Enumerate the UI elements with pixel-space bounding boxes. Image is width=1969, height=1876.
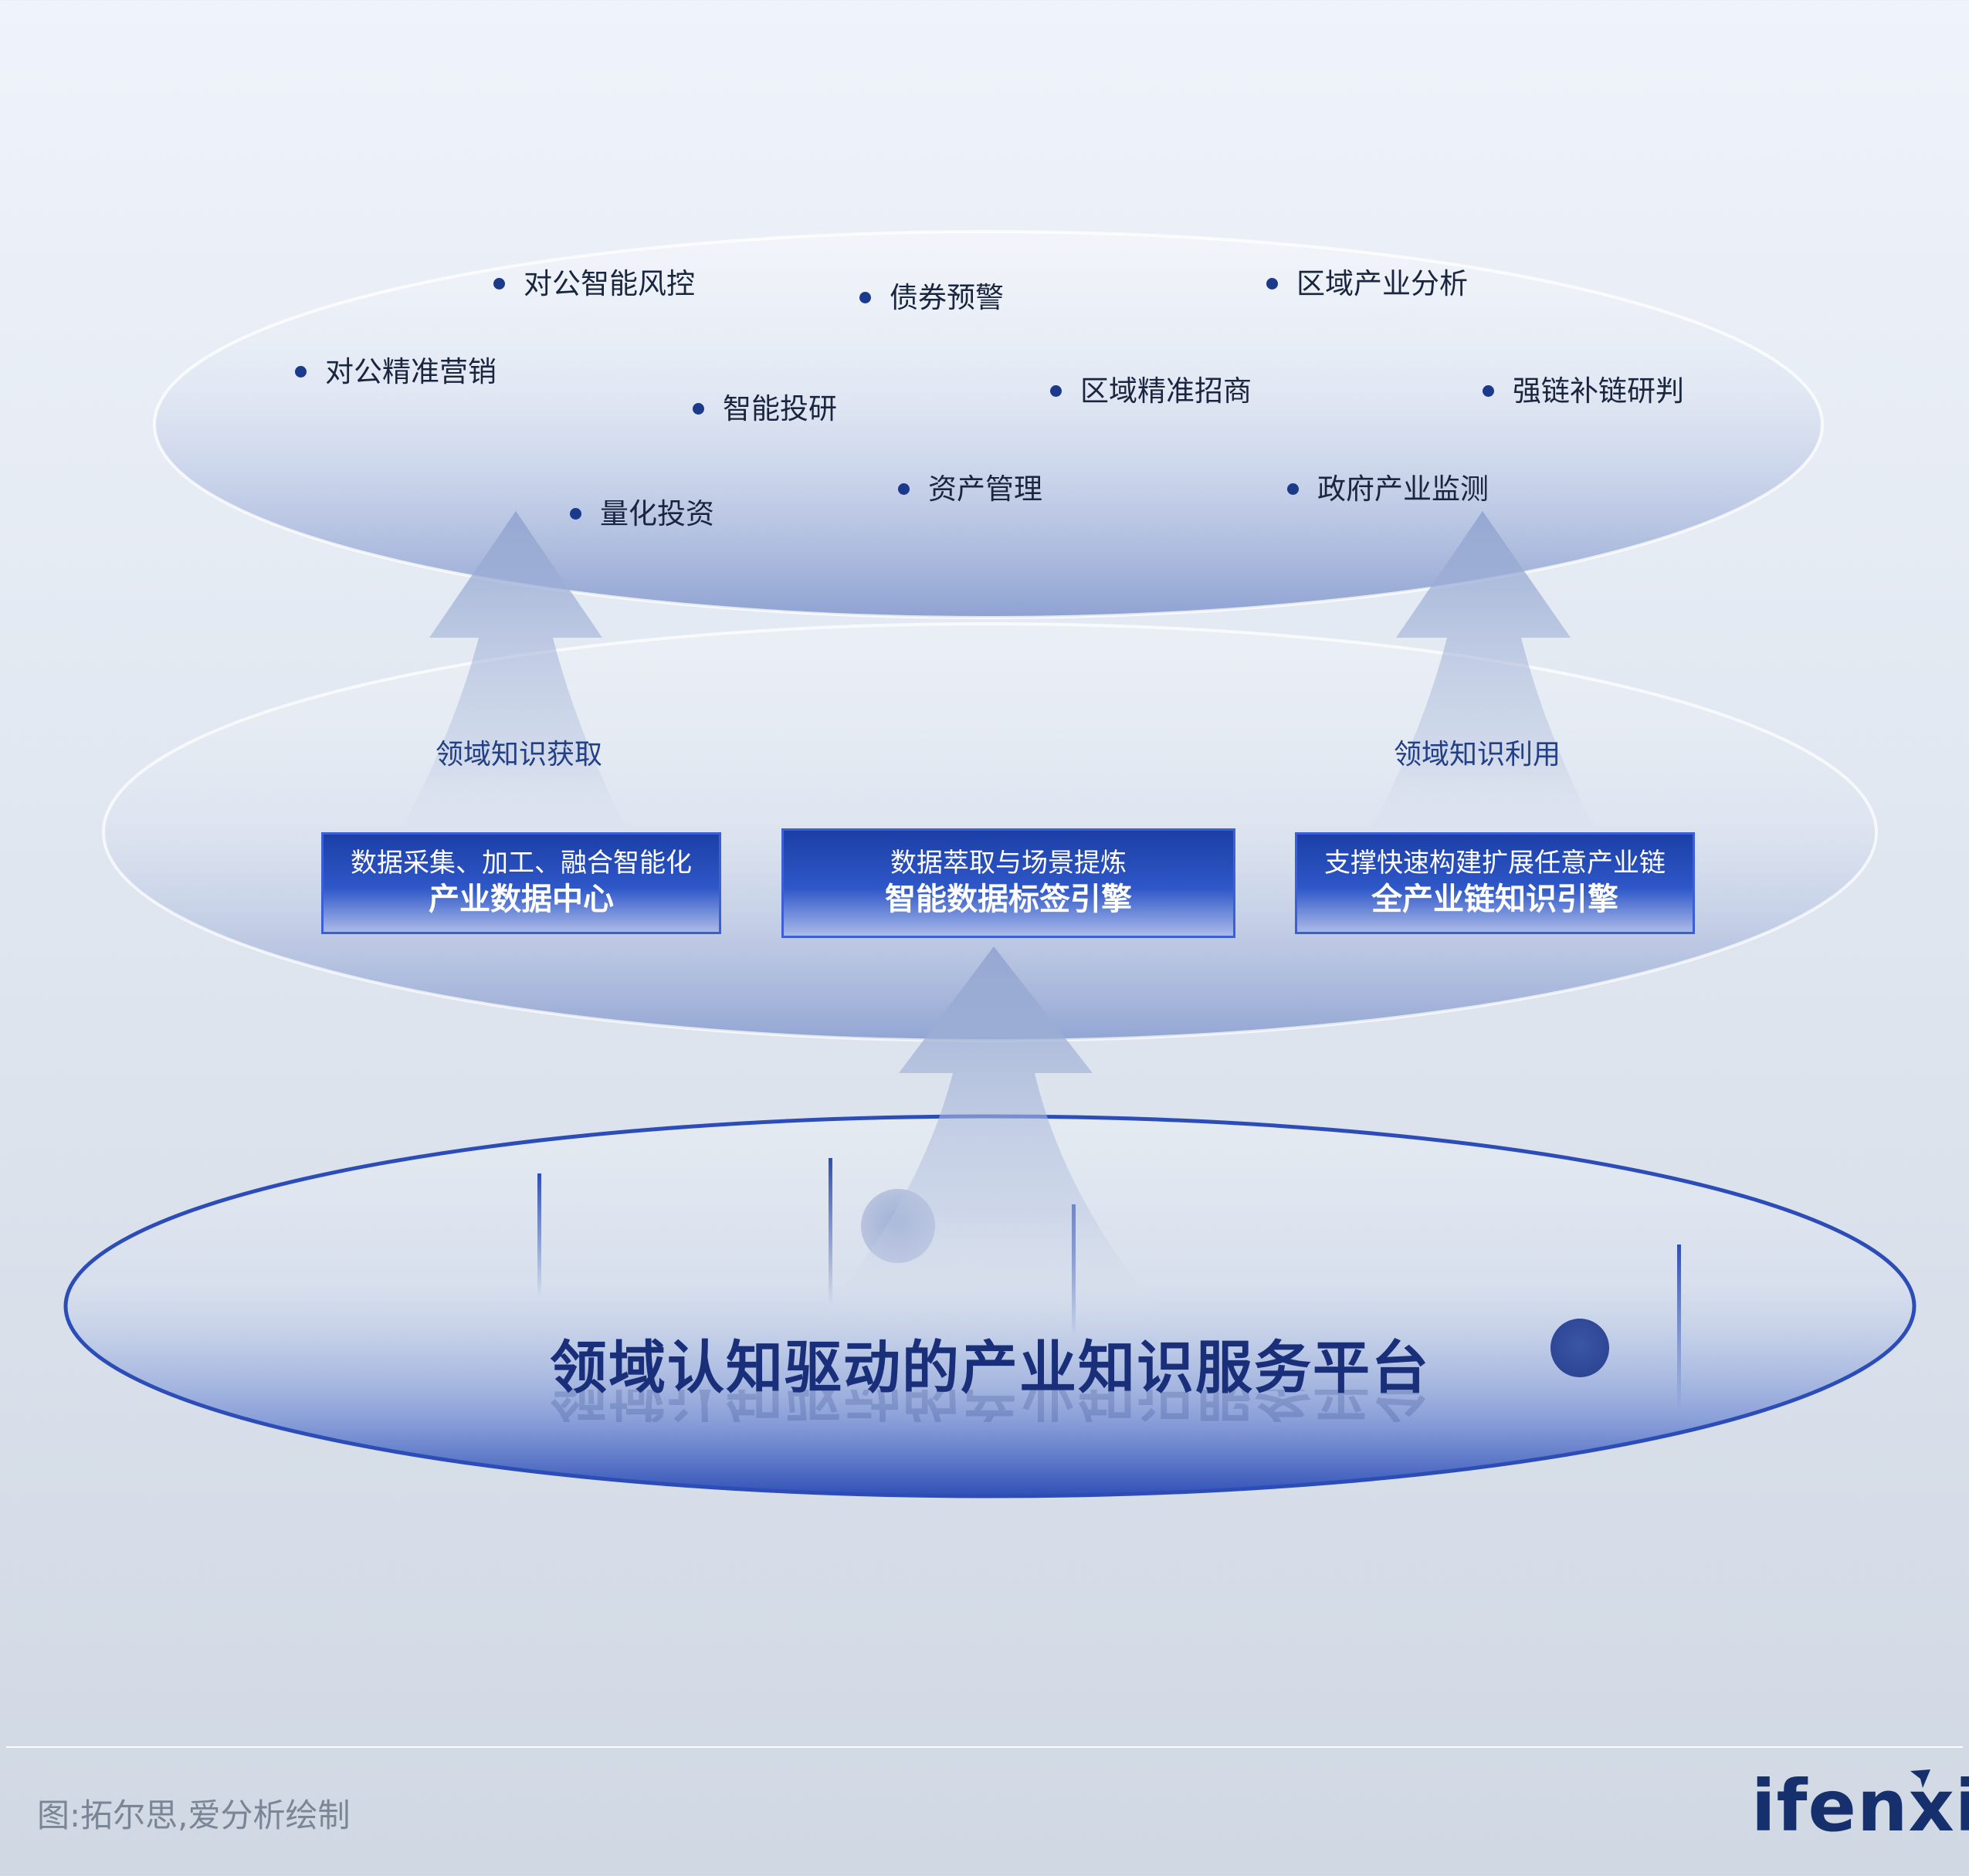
arrow-label-utilize: 领域知识利用 [1393,739,1561,770]
platform-title: 领域认知驱动的产业知识服务平台 [550,1335,1430,1401]
app-item: 对公精准营销 [295,357,496,386]
app-item-label: 对公精准营销 [325,355,496,388]
engine-subtitle: 支撑快速构建扩展任意产业链 [1324,847,1666,879]
app-item-label: 量化投资 [600,497,714,530]
bullet-icon [493,278,505,290]
bullet-icon [1050,385,1062,397]
app-item: 区域精准招商 [1050,377,1252,405]
application-layer-rim [153,230,1824,619]
engine-title: 产业数据中心 [429,882,614,918]
bullet-icon [570,508,581,520]
app-item: 政府产业监测 [1287,475,1489,503]
app-item-label: 债券预警 [890,281,1004,314]
engine-box-data-center: 数据采集、加工、融合智能化 产业数据中心 [321,832,721,934]
engine-title: 智能数据标签引擎 [885,882,1132,918]
engine-subtitle: 数据采集、加工、融合智能化 [351,847,692,879]
accent-line-1 [537,1173,541,1297]
platform-title-reflection: 领域认知驱动的产业知识服务平台 [550,1390,1430,1422]
engine-box-knowledge-engine: 支撑快速构建扩展任意产业链 全产业链知识引擎 [1295,832,1695,934]
app-item: 资产管理 [898,475,1042,503]
app-item-label: 资产管理 [928,472,1042,506]
app-item: 量化投资 [570,499,714,528]
arrow-left [386,511,641,857]
app-item-label: 区域产业分析 [1296,267,1468,300]
arrow-right [1356,511,1609,857]
bullet-icon [693,403,704,415]
app-item: 债券预警 [859,283,1004,312]
bullet-icon [1483,385,1494,397]
app-item: 智能投研 [693,395,837,423]
bubble-dark [1550,1319,1609,1377]
logo-arrow-icon [1910,1769,1930,1788]
app-item-label: 对公智能风控 [524,267,695,300]
arrow-center [811,946,1174,1328]
source-credit: 图:拓尔思,爱分析绘制 [37,1796,351,1834]
engine-title: 全产业链知识引擎 [1371,882,1618,918]
app-item-label: 区域精准招商 [1080,374,1252,408]
app-item: 强链补链研判 [1483,377,1684,405]
accent-line-4 [1677,1244,1681,1410]
bullet-icon [859,292,871,303]
app-item: 对公智能风控 [493,269,695,298]
app-item-label: 智能投研 [723,392,837,425]
engine-subtitle: 数据萃取与场景提炼 [890,847,1127,879]
accent-line-2 [829,1158,832,1305]
bullet-icon [898,483,910,495]
bullet-icon [295,366,307,378]
ifenxi-logo: ifenxi [1751,1765,1969,1847]
application-layer [154,232,1822,618]
bullet-icon [1266,278,1278,290]
app-item-label: 强链补链研判 [1513,374,1684,408]
app-item: 区域产业分析 [1266,269,1468,298]
engine-box-tag-engine: 数据萃取与场景提炼 智能数据标签引擎 [781,828,1235,938]
bullet-icon [1287,483,1299,495]
app-item-label: 政府产业监测 [1317,472,1489,506]
arrow-label-acquire: 领域知识获取 [435,739,603,770]
footer-divider [6,1746,1963,1748]
